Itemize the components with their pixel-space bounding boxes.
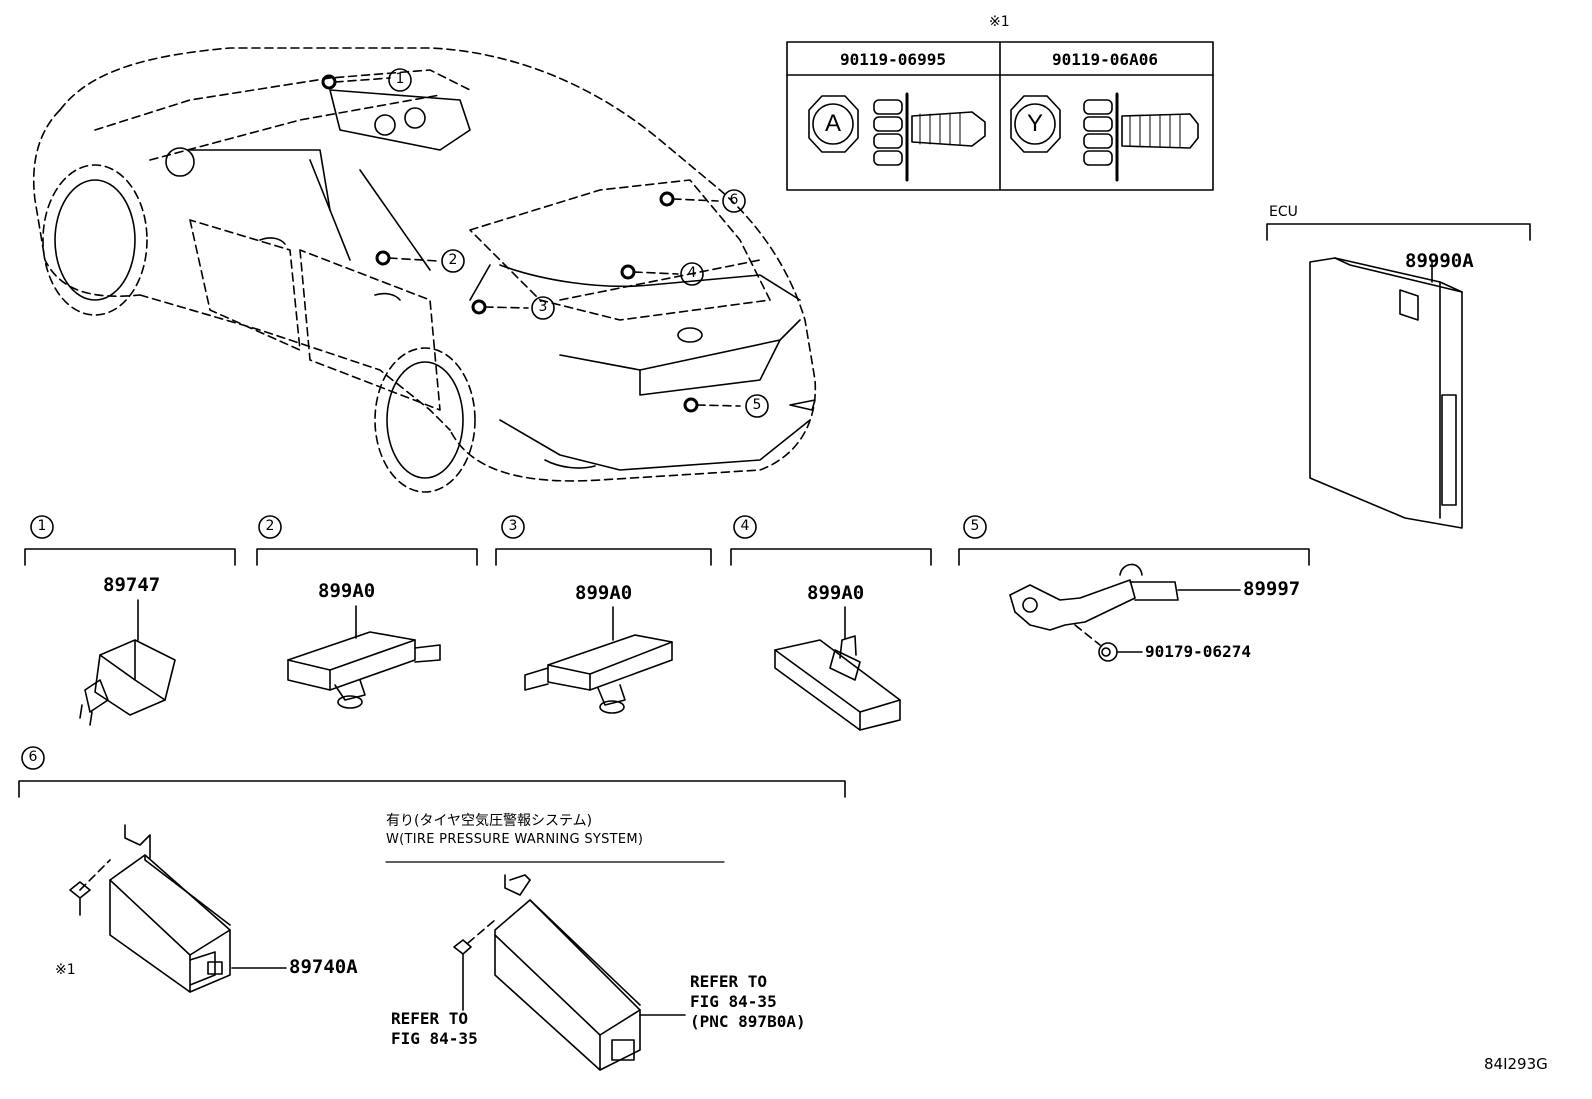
refer-to-left-line1: REFER TO	[391, 1009, 469, 1028]
part-no-89747: 89747	[103, 574, 161, 596]
group-number-1: 1	[37, 518, 47, 534]
refer-to-left-line2: FIG 84-35	[391, 1029, 478, 1048]
part-no-89740a: 89740A	[289, 956, 358, 978]
part-tpws-receiver	[385, 861, 725, 1071]
callout-1: 1	[395, 71, 405, 87]
part-89740a	[69, 824, 287, 993]
callout-2: 2	[448, 252, 458, 268]
refer-to-right: REFER TO FIG 84-35 (PNC 897B0A)	[690, 972, 806, 1032]
tpws-label-en: W(TIRE PRESSURE WARNING SYSTEM)	[386, 832, 644, 847]
refer-to-left: REFER TO FIG 84-35	[391, 1009, 478, 1049]
part-89997	[1009, 563, 1241, 662]
car-illustration	[32, 47, 817, 493]
group-number-6: 6	[28, 749, 38, 765]
fastener-head-letter-a: A	[824, 110, 841, 137]
part-no-899a0-4: 899A0	[807, 582, 865, 604]
group-brackets	[18, 515, 1310, 798]
refer-to-right-line1: REFER TO	[690, 972, 768, 991]
fastener-part-no-1: 90119-06995	[840, 50, 946, 69]
part-89747	[79, 599, 176, 726]
group-number-5: 5	[970, 518, 980, 534]
figure-code: 84I293G	[1484, 1055, 1548, 1073]
note-mark-header: ※1	[989, 14, 1010, 30]
callout-3: 3	[538, 299, 548, 315]
part-no-89997: 89997	[1243, 578, 1301, 600]
part-no-899a0-3: 899A0	[575, 582, 633, 604]
fastener-table	[786, 41, 1214, 191]
part-899a0-2	[287, 605, 441, 709]
callout-6: 6	[729, 192, 739, 208]
callout-5: 5	[752, 397, 762, 413]
refer-to-right-line2: FIG 84-35	[690, 992, 777, 1011]
group-number-4: 4	[740, 518, 750, 534]
fastener-part-no-2: 90119-06A06	[1052, 50, 1158, 69]
part-899a0-3	[524, 606, 673, 714]
ecu-label: ECU	[1269, 204, 1298, 220]
ecu-part-no: 89990A	[1405, 250, 1474, 272]
part-no-90179-06274: 90179-06274	[1145, 642, 1251, 661]
group-number-3: 3	[508, 518, 518, 534]
fastener-head-letter-y: Y	[1026, 110, 1043, 137]
part-no-899a0-2: 899A0	[318, 580, 376, 602]
part-899a0-4	[774, 606, 901, 731]
refer-to-right-line3: (PNC 897B0A)	[690, 1012, 806, 1031]
ecu-group	[1266, 223, 1531, 529]
tpws-label-jp: 有り(タイヤ空気圧警報システム)	[386, 813, 593, 829]
screw-note-mark: ※1	[55, 962, 76, 978]
group-number-2: 2	[265, 518, 275, 534]
callout-4: 4	[687, 265, 697, 281]
